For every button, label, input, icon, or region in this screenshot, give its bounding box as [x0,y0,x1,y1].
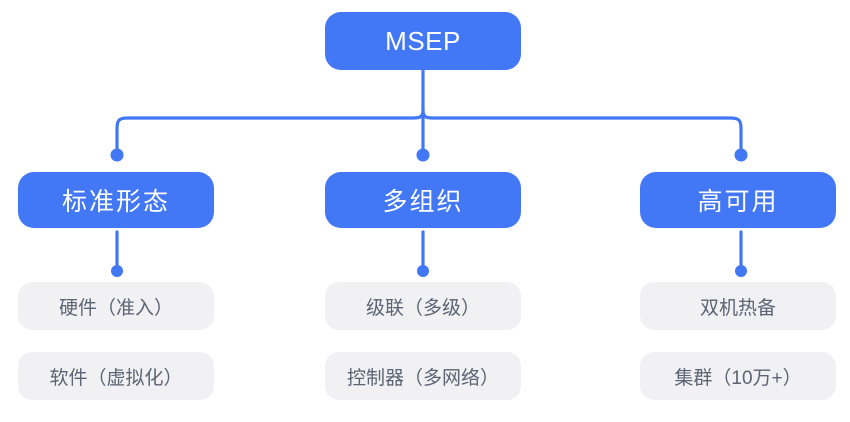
connector-dot-branch-1 [416,148,430,162]
branch-node-1-label: 多组织 [382,188,464,216]
branch-node-0[interactable]: 标准形态 [18,172,214,228]
leaf-node-2-0[interactable]: 双机热备 [640,282,836,330]
connector-dot-leaf-1 [417,265,429,277]
leaf-node-0-0[interactable]: 硬件（准入） [18,282,214,330]
leaf-node-2-1[interactable]: 集群（10万+） [640,352,836,400]
root-node-label: MSEP [385,25,461,56]
branch-node-1[interactable]: 多组织 [325,172,521,228]
leaf-node-2-1-label: 集群（10万+） [674,367,802,389]
leaf-node-1-1-label: 控制器（多网络） [346,367,499,389]
leaf-node-1-1[interactable]: 控制器（多网络） [325,352,521,400]
leaf-node-0-0-label: 硬件（准入） [58,297,173,319]
branch-node-0-label: 标准形态 [61,188,170,216]
connector-bus-right [421,108,743,152]
leaf-node-1-0[interactable]: 级联（多级） [325,282,521,330]
leaf-node-0-1-label: 软件（虚拟化） [49,367,183,389]
branch-node-2[interactable]: 高可用 [640,172,836,228]
connector-dot-branch-2 [734,148,748,162]
connector-dot-leaf-2 [735,265,747,277]
leaf-node-1-0-label: 级联（多级） [365,297,480,319]
leaf-node-0-1[interactable]: 软件（虚拟化） [18,352,214,400]
leaf-node-2-0-label: 双机热备 [699,297,776,319]
connector-dot-branch-0 [110,148,124,162]
root-node-msep[interactable]: MSEP [325,12,521,70]
branch-node-2-label: 高可用 [697,188,779,216]
connector-bus-left [115,108,425,152]
connector-dot-leaf-0 [111,265,123,277]
